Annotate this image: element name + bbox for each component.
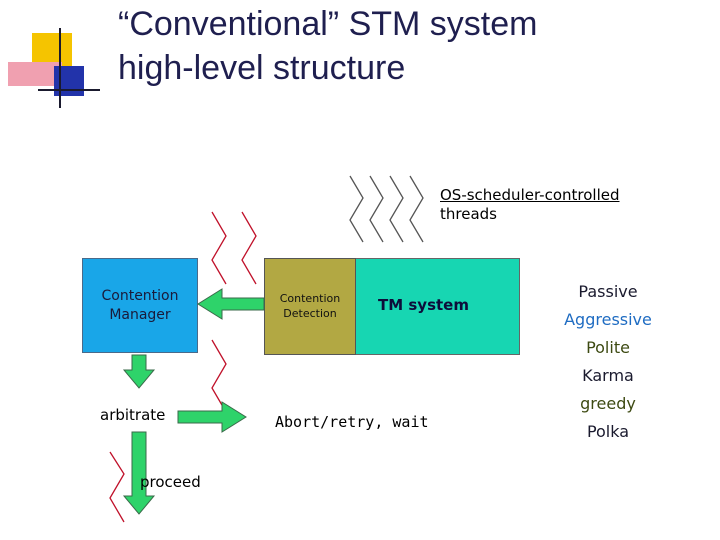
threads-label-line-1: OS-scheduler-controlled <box>440 186 620 204</box>
thread-squiggle-3 <box>389 175 404 243</box>
contention-detection-label: Contention Detection <box>264 291 356 321</box>
contention-detection-label-line-2: Detection <box>283 307 337 320</box>
arrow-to-abort-retry <box>177 401 247 433</box>
thread-squiggles <box>349 175 424 243</box>
arrow-down-to-arbitrate <box>122 354 156 389</box>
squiggle-right-upper <box>241 211 257 285</box>
contention-detection-label-line-1: Contention <box>279 292 341 305</box>
arrow-to-contention-manager <box>197 288 265 320</box>
proceed-label: proceed <box>140 473 201 491</box>
contention-policy-list: Passive Aggressive Polite Karma greedy P… <box>540 278 676 446</box>
arrow-down-to-proceed <box>122 431 156 515</box>
contention-manager-label: Contention Manager <box>82 287 198 325</box>
contention-manager-label-line-2: Manager <box>109 307 171 323</box>
squiggle-bottom <box>109 451 125 523</box>
policy-polka: Polka <box>586 422 630 441</box>
squiggle-middle <box>211 339 227 413</box>
tm-system-label: TM system <box>378 296 469 314</box>
thread-squiggle-2 <box>369 175 384 243</box>
contention-manager-label-line-1: Contention <box>101 288 179 304</box>
squiggle-left-upper <box>211 211 227 285</box>
arbitrate-label: arbitrate <box>100 406 166 424</box>
slide-title-line-1: “Conventional” STM system <box>118 5 538 43</box>
abort-retry-wait-label: Abort/retry, wait <box>275 413 429 431</box>
flow-arrows <box>122 288 265 515</box>
thread-squiggle-1 <box>349 175 364 243</box>
slide-title-line-2: high-level structure <box>118 49 406 87</box>
policy-polite: Polite <box>586 338 630 357</box>
slide-logo <box>8 28 100 108</box>
thread-squiggle-4 <box>409 175 424 243</box>
policy-greedy: greedy <box>580 394 636 413</box>
policy-aggressive: Aggressive <box>564 310 652 329</box>
conflict-squiggles <box>109 211 257 523</box>
policy-karma: Karma <box>582 366 634 385</box>
policy-passive: Passive <box>578 282 638 301</box>
threads-label-line-2: threads <box>440 205 497 223</box>
logo-pink-bar <box>8 62 62 86</box>
contention-detection-box <box>264 258 356 355</box>
contention-manager-box <box>82 258 198 353</box>
threads-label: OS-scheduler-controlled threads <box>440 186 620 224</box>
